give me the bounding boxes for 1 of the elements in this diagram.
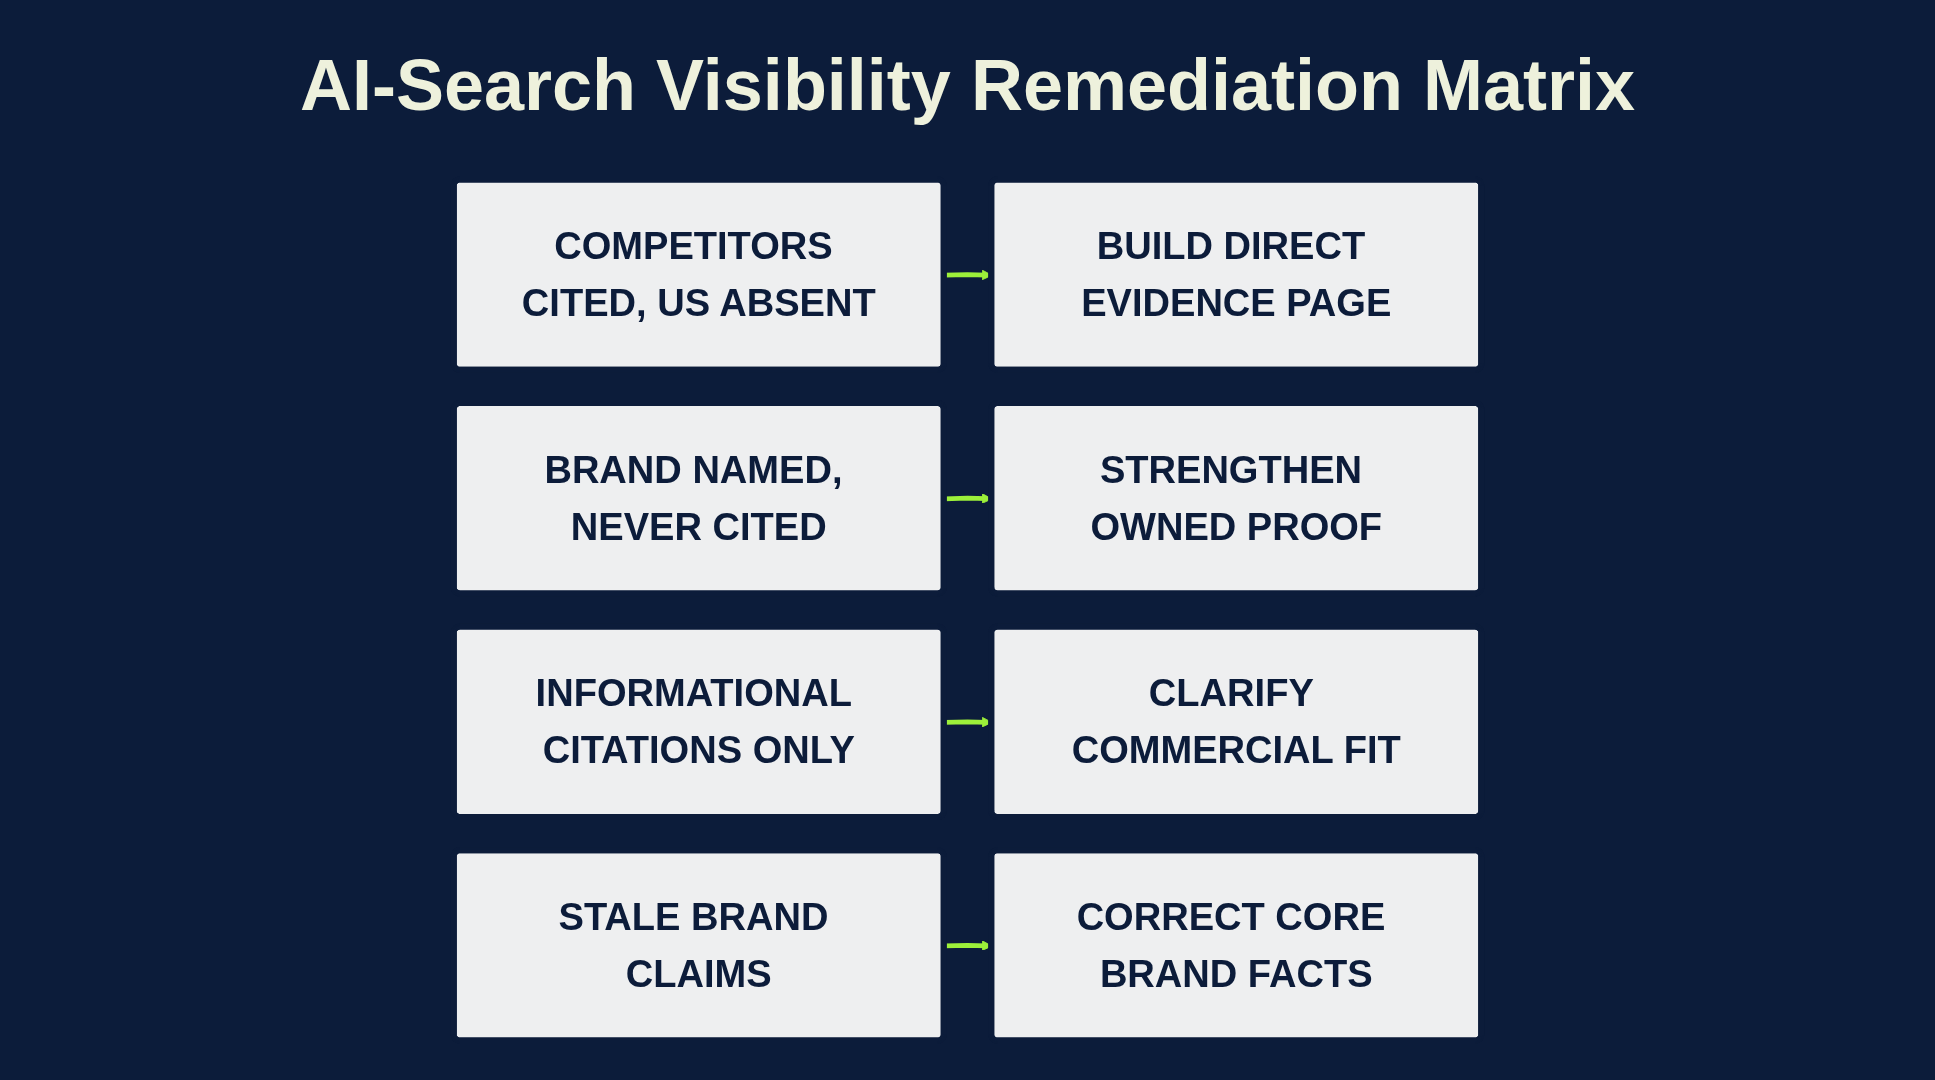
diagram-title: AI-Search Visibility Remediation Matrix — [299, 44, 1636, 127]
